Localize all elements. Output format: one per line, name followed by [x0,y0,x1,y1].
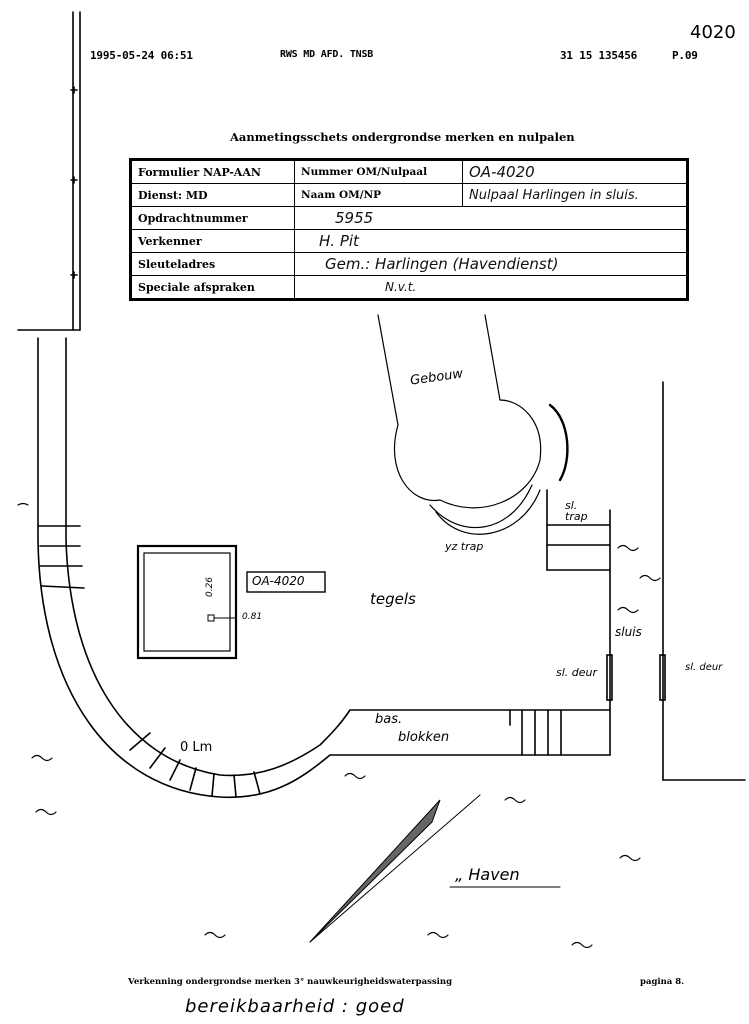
form-value: N.v.t. [294,275,688,300]
label-lock-door-left: sl. deur [556,666,598,679]
form-label: Speciale afspraken [130,275,295,300]
fax-datetime: 1995-05-24 06:51 [90,49,193,62]
dim-horizontal: 0.81 [242,612,263,622]
dim-vertical: 0.26 [205,576,216,598]
label-tiles: tegels [370,590,416,608]
form-table: Formulier NAP-AAN Nummer OM/Nulpaal OA-4… [129,158,689,301]
label-lock-stairs: sl. trap [565,499,588,523]
form-sublabel: Nummer OM/Nulpaal [294,159,463,184]
form-label: Formulier NAP-AAN [130,159,295,184]
label-harbour: „ Haven [455,865,520,884]
label-zero-lm: 0 Lm [180,740,213,755]
page-title: Aanmetingsschets ondergrondse merken en … [230,130,575,144]
footer-page-number: pagina 8. [640,977,685,987]
fax-phone: 31 15 135456 [560,49,638,62]
form-sublabel: Naam OM/NP [294,183,463,207]
label-basalt: bas. [375,712,403,727]
fax-page: P.09 [672,49,698,62]
label-lock: sluis [615,625,642,639]
fax-sender: RWS MD AFD. TNSB [280,49,374,60]
footer-left: Verkenning ondergrondse merken 3° nauwke… [128,977,453,987]
label-marker-box: OA-4020 [252,574,305,588]
form-value: 5955 [294,206,688,230]
label-blocks: blokken [398,730,450,745]
label-lock-door-right: sl. deur [685,662,723,673]
handwritten-number: 4020 [690,22,736,43]
label-building-stairs: yz trap [445,540,484,553]
form-label: Verkenner [130,229,295,253]
form-label: Sleuteladres [130,252,295,276]
handwritten-note: bereikbaarheid : goed [185,996,405,1017]
form-row: Speciale afspraken N.v.t. [130,275,688,300]
